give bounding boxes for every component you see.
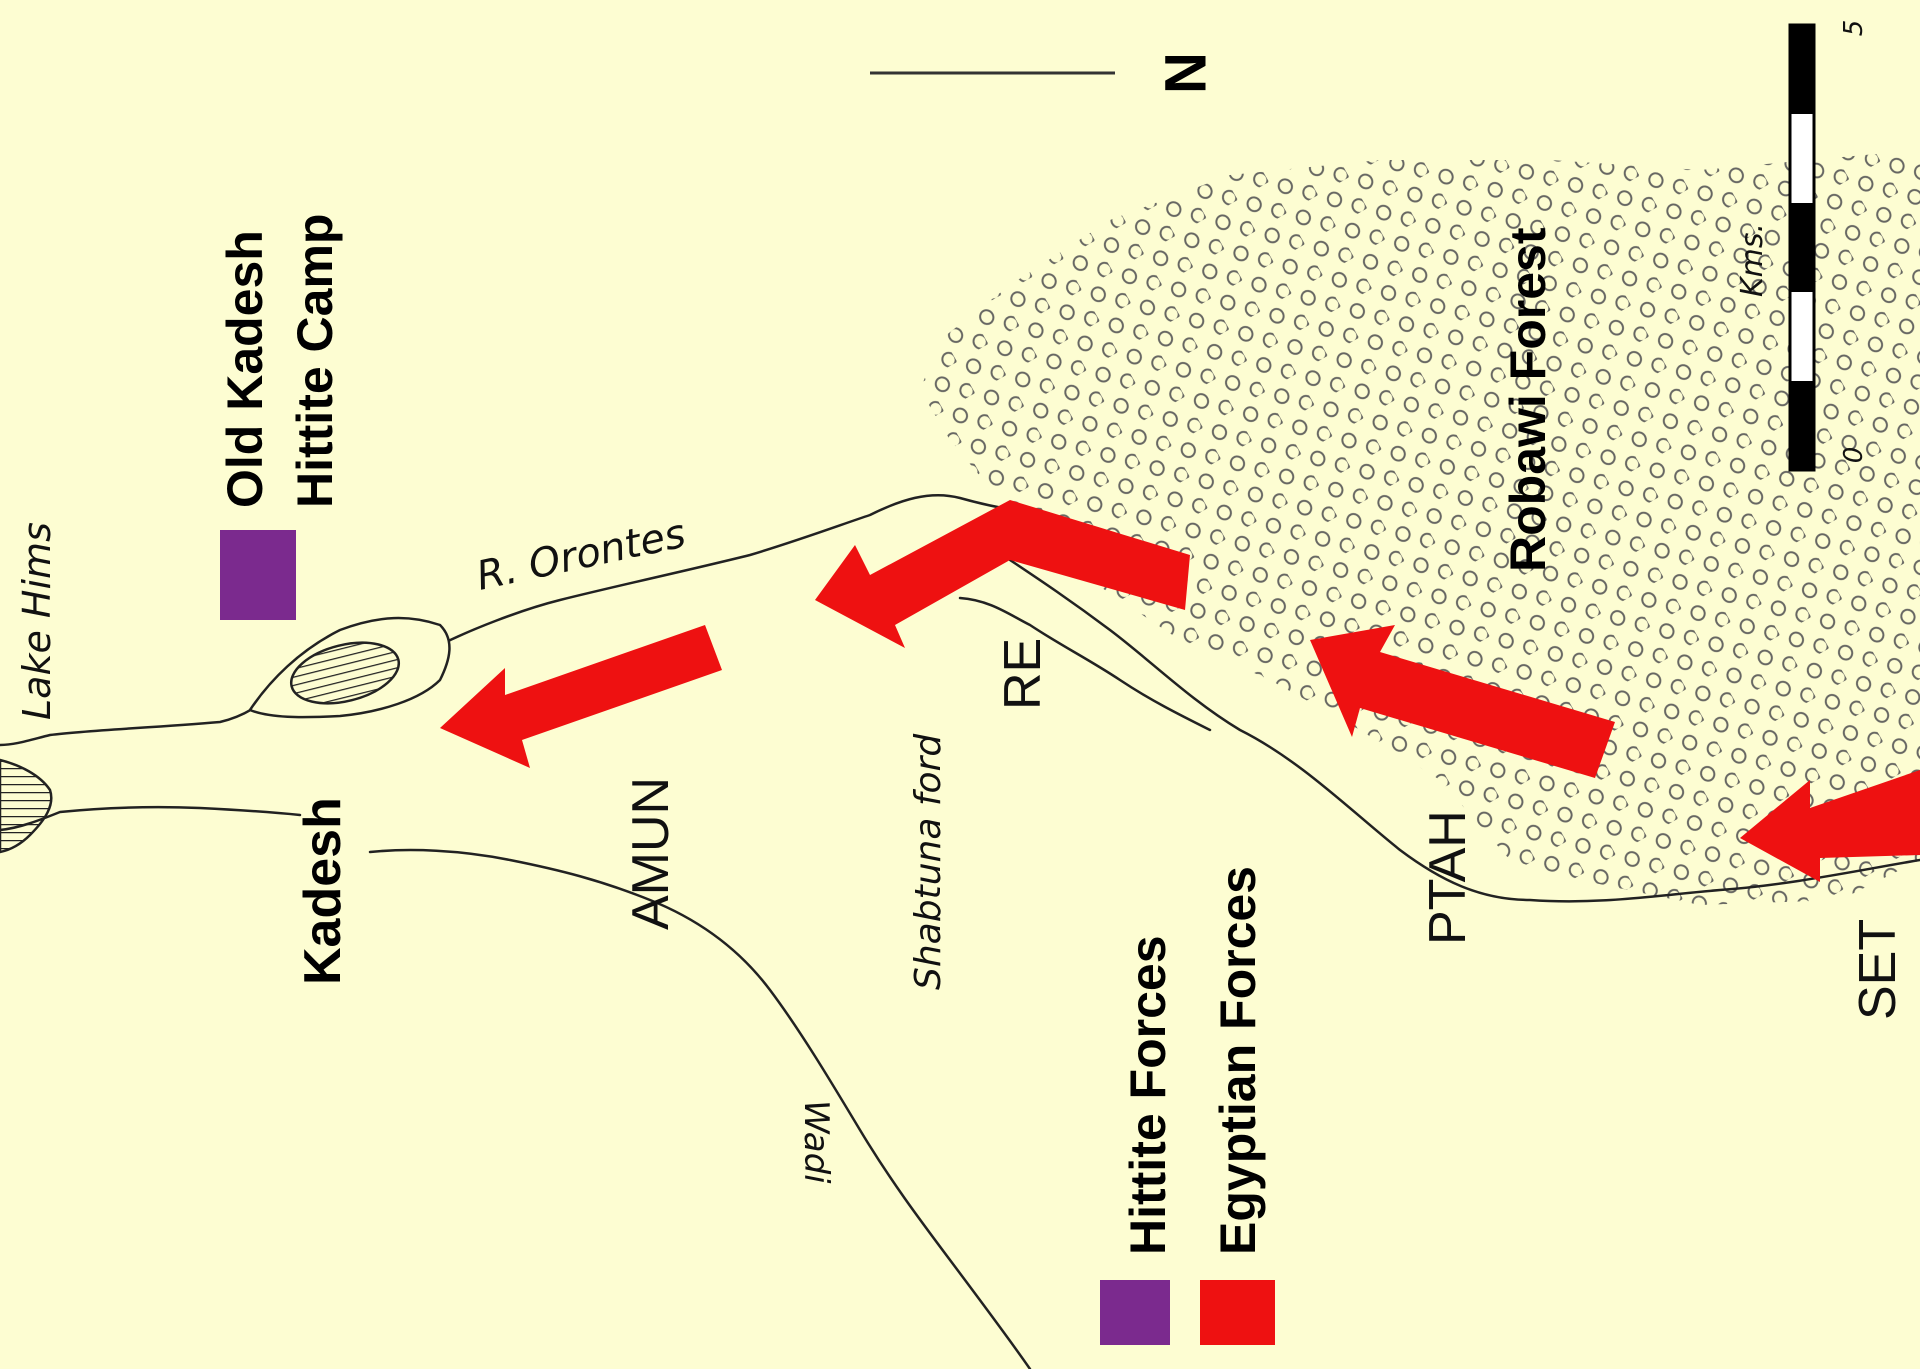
division-ptah-label: PTAH: [1419, 810, 1477, 945]
kadesh-label: Kadesh: [294, 797, 352, 985]
lake-hims: [0, 758, 53, 854]
river-orontes-west-bank: [0, 494, 1032, 747]
legend-egyptian-swatch: [1200, 1280, 1275, 1345]
compass-north-label: N: [1153, 52, 1218, 94]
hittite-camp-label: Hittite Camp: [287, 214, 343, 508]
egyptian-arrow-amun: [440, 625, 722, 768]
division-set-label: SET: [1849, 919, 1907, 1020]
robawi-forest-label: Robawi Forest: [1500, 227, 1556, 572]
legend-hittite-label: Hittite Forces: [1120, 935, 1176, 1255]
kadesh-citadel: [289, 641, 401, 705]
scale-max-label: 5: [1839, 20, 1869, 37]
scale-unit-label: Kms.: [1735, 223, 1770, 297]
old-kadesh-label: Old Kadesh: [217, 230, 273, 508]
river-orontes-channel: [958, 596, 1212, 732]
shabtuna-ford-label: Shabtuna ford: [908, 733, 949, 990]
hittite-camp-marker: [220, 530, 296, 620]
legend-egyptian-label: Egyptian Forces: [1210, 866, 1266, 1255]
division-amun-label: AMUN: [622, 777, 680, 930]
division-re-label: RE: [994, 638, 1052, 710]
river-orontes-label: R. Orontes: [473, 511, 690, 600]
egyptian-arrow-ptah: [1310, 625, 1615, 778]
wadi-label: Wadi: [796, 1100, 836, 1184]
scale-mid-label: 0: [1839, 447, 1869, 464]
lake-hims-label: Lake Hims: [15, 522, 59, 720]
legend-hittite-swatch: [1100, 1280, 1170, 1345]
wadi-line: [368, 848, 1032, 1369]
legend: Hittite Forces Egyptian Forces: [1100, 866, 1275, 1345]
forest-area: [920, 150, 1920, 905]
egyptian-arrow-re: [815, 500, 1190, 648]
egyptian-arrow-set: [1740, 770, 1920, 882]
scale-bar: [1788, 23, 1816, 472]
